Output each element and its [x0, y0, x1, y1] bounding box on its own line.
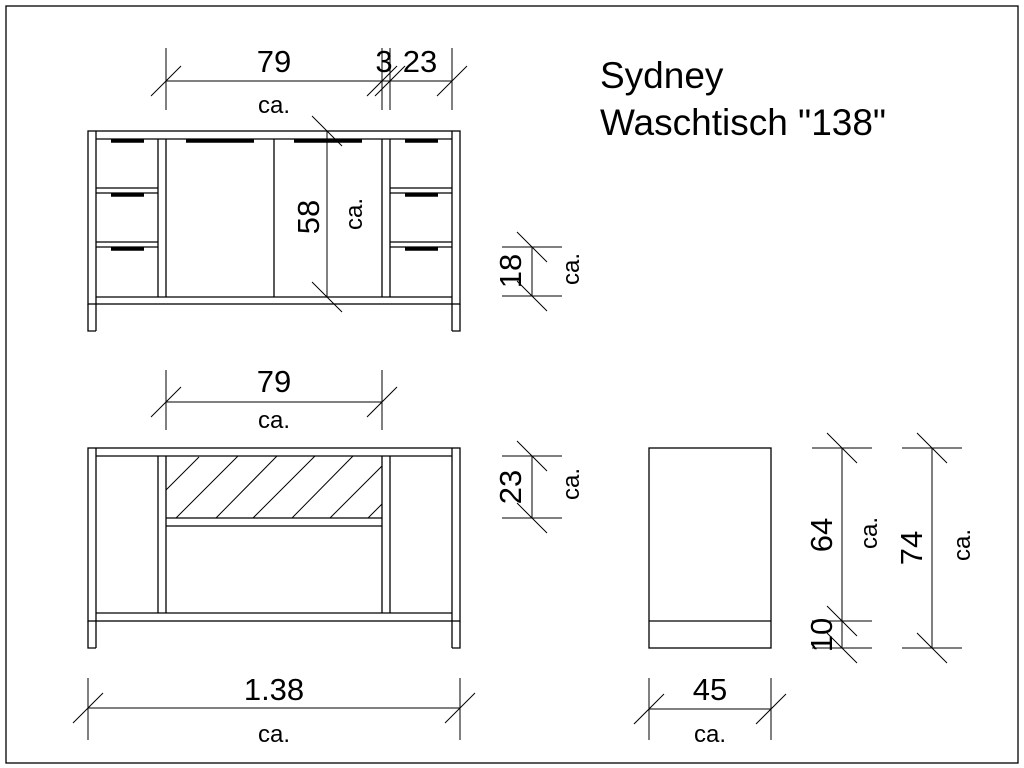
approx-label: ca. [856, 517, 883, 549]
dimension-top-widths [150, 48, 468, 110]
dim-top-gap: 3 [375, 44, 392, 79]
dimension-total-width [72, 678, 476, 740]
dim-basin-height: 23 [493, 470, 528, 504]
dim-total-height: 74 [894, 531, 929, 565]
dim-leg-height: 10 [804, 618, 839, 652]
basin-hatching [165, 455, 383, 519]
title-product-type: Waschtisch "138" [600, 102, 886, 143]
dimension-body-and-leg-height [812, 432, 872, 664]
dim-top-side-width: 23 [403, 44, 437, 79]
dimension-cabinet-height [311, 115, 343, 313]
dim-top-center-width: 79 [257, 44, 291, 79]
approx-label: ca. [341, 198, 368, 230]
page-border [5, 5, 1019, 764]
dimension-drawer-height [502, 231, 562, 312]
dimension-basin-height [502, 440, 562, 534]
approx-label: ca. [258, 92, 290, 119]
approx-label: ca. [694, 721, 726, 748]
dim-basin-width: 79 [257, 364, 291, 399]
approx-label: ca. [258, 721, 290, 748]
cabinet-side-view [648, 447, 772, 649]
drawer-handles [111, 139, 438, 251]
cabinet-elevation-lower [87, 447, 461, 649]
dimension-total-height [902, 432, 962, 664]
dim-body-height: 64 [804, 518, 839, 552]
approx-label: ca. [258, 407, 290, 434]
dim-depth: 45 [693, 672, 727, 707]
dimension-basin-width [150, 370, 398, 430]
title-product-name: Sydney [600, 55, 724, 96]
approx-label: ca. [558, 468, 585, 500]
cabinet-elevation-upper [87, 130, 461, 332]
dim-cabinet-height: 58 [291, 200, 326, 234]
dimension-depth [633, 678, 787, 740]
approx-label: ca. [558, 253, 585, 285]
dim-drawer-height: 18 [493, 254, 528, 288]
approx-label: ca. [949, 529, 976, 561]
dim-total-width: 1.38 [244, 672, 304, 707]
